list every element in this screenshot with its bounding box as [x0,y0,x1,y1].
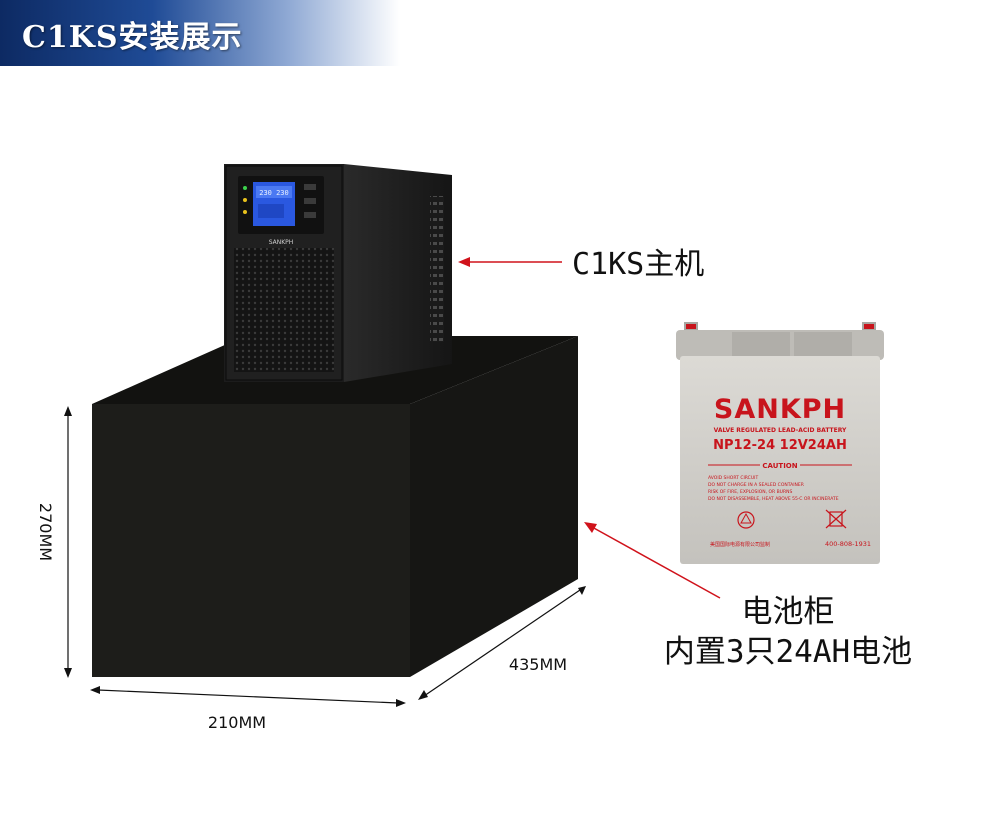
cabinet-callout-line1: 电池柜 [742,594,835,630]
ups-led-icon [243,198,247,202]
cabinet-callout: 电池柜 内置3只24AH电池 [584,522,912,670]
height-dimension [64,406,72,678]
battery-cabinet [92,336,578,677]
ups-callout: C1KS主机 [458,247,704,282]
battery-unit: SANKPH VALVE REGULATED LEAD-ACID BATTERY… [676,322,884,564]
width-dimension [90,686,406,707]
ups-button [304,198,316,204]
title-banner: C1KS安装展示 [0,0,400,66]
battery-caution-line: DO NOT CHARGE IN A SEALED CONTAINER [708,482,804,488]
lcd-readout: 230 230 [259,189,289,197]
height-label: 270MM [36,503,55,561]
battery-brand: SANKPH [714,394,846,425]
ups-button [304,212,316,218]
battery-terminal [864,324,874,329]
battery-caution-line: AVOID SHORT CIRCUIT [708,475,758,481]
battery-model: NP12-24 12V24AH [713,438,847,453]
ups-led-icon [243,186,247,190]
cabinet-side [410,336,578,677]
battery-caution-title: CAUTION [762,462,797,470]
ups-led-icon [243,210,247,214]
battery-type-line: VALVE REGULATED LEAD-ACID BATTERY [714,427,847,434]
width-label: 210MM [208,713,266,732]
battery-phone: 400-808-1931 [825,540,871,548]
battery-case [680,356,880,564]
battery-maker: 美国国际电源有限公司监制 [710,541,770,548]
cabinet-callout-line2: 内置3只24AH电池 [664,634,912,670]
battery-caution-line: RISK OF FIRE, EXPLOSION, OR BURNS [708,489,792,495]
recycle-icon [737,511,755,529]
battery-terminal [686,324,696,329]
ups-main-unit: 230 230 SANKPH [224,164,452,382]
cabinet-front [92,404,410,677]
ups-brand-label: SANKPH [269,239,294,246]
battery-caution-line: DO NOT DISASSEMBLE, HEAT ABOVE 55·C OR I… [708,496,839,502]
ups-front-vent [234,248,334,372]
page-title: C1KS安装展示 [22,20,243,55]
ups-callout-label: C1KS主机 [572,247,704,282]
depth-label: 435MM [509,655,567,674]
ups-side-panel [344,164,452,382]
no-trash-icon [825,509,847,529]
ups-button [304,184,316,190]
depth-dimension [418,586,586,700]
